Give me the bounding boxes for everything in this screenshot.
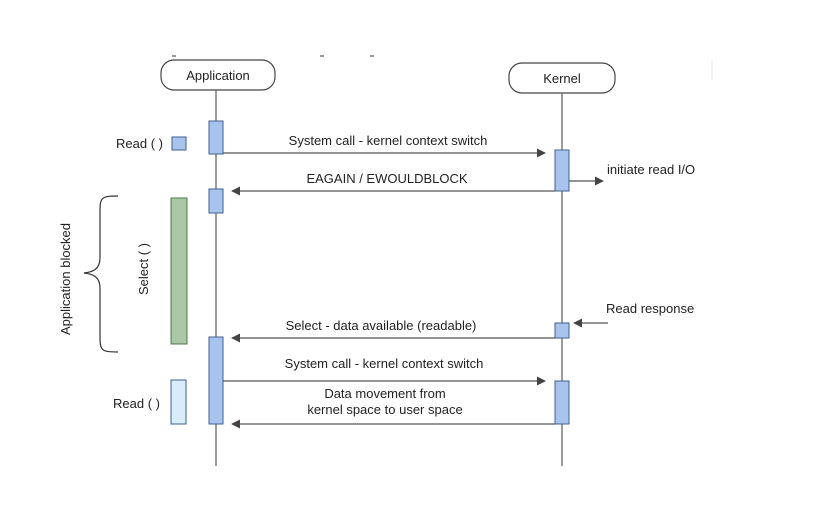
select-available-label: Select - data available (readable) [286, 318, 477, 333]
read-2-box [170, 379, 187, 425]
syscall-2-label: System call - kernel context switch [285, 356, 484, 371]
application-activation-eagain [208, 188, 224, 214]
kernel-activation-copy [554, 380, 570, 425]
participant-application-label: Application [186, 68, 250, 83]
syscall-1-label: System call - kernel context switch [289, 133, 488, 148]
read-1-label: Read ( ) [116, 136, 163, 151]
participant-kernel-label: Kernel [543, 71, 581, 86]
read-2-label: Read ( ) [113, 396, 160, 411]
participant-application: Application [160, 59, 276, 91]
application-blocked-label: Application blocked [58, 223, 73, 335]
select-blocking-bar [170, 197, 188, 345]
participant-kernel: Kernel [508, 62, 616, 94]
initiate-read-label: initiate read I/O [607, 162, 695, 177]
kernel-activation-response [554, 322, 570, 339]
select-label: Select ( ) [136, 243, 151, 295]
eagain-label: EAGAIN / EWOULDBLOCK [306, 171, 467, 186]
application-activation-readable [208, 336, 224, 425]
application-blocked-brace [83, 195, 119, 353]
application-activation-read [208, 120, 224, 155]
read-1-box [171, 136, 187, 151]
read-response-label: Read response [606, 301, 694, 316]
data-movement-label-line2: kernel space to user space [307, 402, 462, 417]
data-movement-label-line1: Data movement from [324, 386, 445, 401]
kernel-activation-initiate [554, 149, 570, 192]
